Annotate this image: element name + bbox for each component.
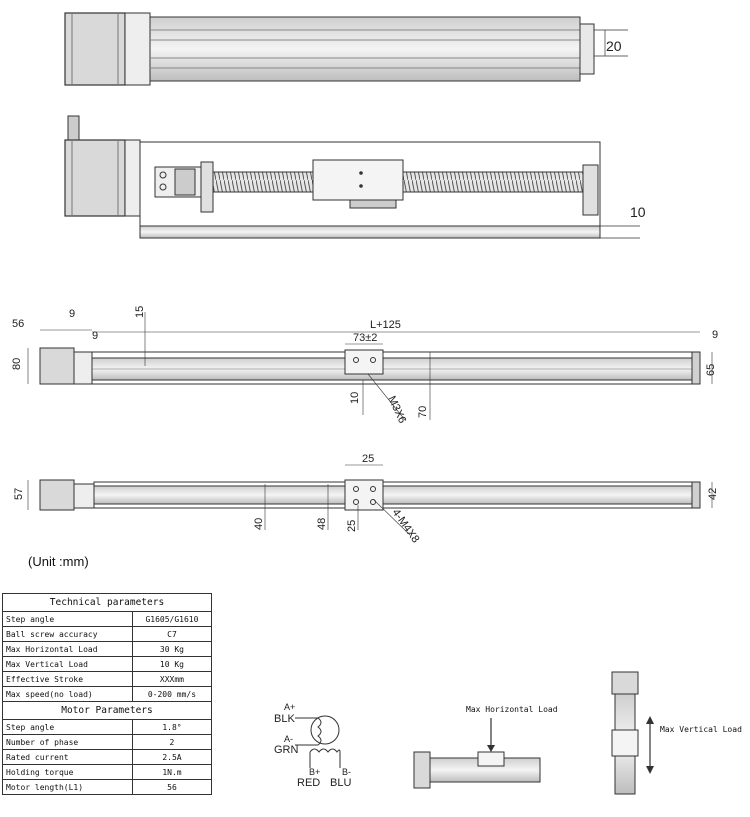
wire-a-plus: A+ — [284, 702, 295, 712]
row-label: Rated current — [2, 749, 133, 765]
row-value: C7 — [131, 626, 213, 642]
bottom-dim-25: 25 — [346, 520, 358, 532]
row-label: Max Horizontal Load — [2, 641, 133, 657]
front-dim-9b: 9 — [92, 330, 98, 342]
front-dim-m3: M3X6 — [385, 394, 408, 425]
row-value: 2.5A — [131, 749, 213, 765]
wire-blu: BLU — [330, 777, 351, 789]
wire-b-minus: B- — [342, 767, 351, 777]
front-view-module — [27, 312, 713, 421]
front-dim-65: 65 — [705, 364, 717, 376]
front-dim-slider: 73±2 — [353, 332, 377, 344]
table-row: Max Vertical Load 10 Kg — [2, 656, 213, 672]
row-value: 56 — [131, 779, 213, 795]
row-label: Step angle — [2, 719, 133, 735]
front-dim-56: 56 — [12, 318, 24, 330]
row-value: 30 Kg — [131, 641, 213, 657]
bottom-dim-m4: 4-M4X8 — [390, 507, 422, 545]
row-value: 2 — [131, 734, 213, 750]
vertical-load-label: Max Vertical Load — [660, 725, 742, 734]
wire-a-minus: A- — [284, 734, 293, 744]
horizontal-load-illustration — [413, 718, 541, 789]
motor-title: Motor Parameters — [2, 701, 212, 720]
parameters-table: Technical parameters Step angle G1605/G1… — [2, 593, 213, 795]
table-row: Step angle G1605/G1610 — [2, 611, 213, 627]
bottom-dim-48: 48 — [316, 518, 328, 530]
row-label: Max speed(no load) — [2, 686, 133, 702]
bottom-dim-42: 42 — [707, 488, 719, 500]
table-row: Max speed(no load) 0-200 mm/s — [2, 686, 213, 702]
wire-blk: BLK — [274, 713, 295, 725]
wire-grn: GRN — [274, 744, 299, 756]
bottom-view-module — [27, 464, 713, 536]
table-row: Number of phase 2 — [2, 734, 213, 750]
bottom-dim-40: 40 — [253, 518, 265, 530]
front-dim-right-9: 9 — [712, 329, 718, 341]
front-dim-70: 70 — [417, 406, 429, 418]
technical-title: Technical parameters — [2, 593, 212, 612]
row-label: Effective Stroke — [2, 671, 133, 687]
top-view-module — [64, 12, 628, 86]
row-value: 0-200 mm/s — [131, 686, 213, 702]
front-dim-10: 10 — [349, 392, 361, 404]
wire-red: RED — [297, 777, 320, 789]
bottom-dim-57: 57 — [13, 488, 25, 500]
wire-b-plus: B+ — [309, 767, 320, 777]
side-view-dim-10: 10 — [630, 204, 646, 220]
row-value: 1N.m — [131, 764, 213, 780]
row-label: Number of phase — [2, 734, 133, 750]
row-label: Ball screw accuracy — [2, 626, 133, 642]
top-view-dim-20: 20 — [606, 38, 622, 54]
table-row: Ball screw accuracy C7 — [2, 626, 213, 642]
table-row: Holding torque 1N.m — [2, 764, 213, 780]
row-value: 1.8° — [131, 719, 213, 735]
row-value: XXXmm — [131, 671, 213, 687]
row-label: Holding torque — [2, 764, 133, 780]
table-row: Step angle 1.8° — [2, 719, 213, 735]
table-row: Rated current 2.5A — [2, 749, 213, 765]
wiring-diagram — [295, 715, 341, 768]
table-row: Max Horizontal Load 30 Kg — [2, 641, 213, 657]
unit-label: (Unit :mm) — [28, 554, 89, 569]
front-dim-15: 15 — [134, 306, 146, 318]
horizontal-load-label: Max Horizontal Load — [466, 705, 558, 714]
front-dim-length: L+125 — [370, 319, 401, 331]
row-label: Motor length(L1) — [2, 779, 133, 795]
table-row: Effective Stroke XXXmm — [2, 671, 213, 687]
bottom-dim-25-top: 25 — [362, 453, 374, 465]
table-row: Motor length(L1) 56 — [2, 779, 213, 795]
vertical-load-illustration — [611, 671, 654, 795]
front-dim-80: 80 — [11, 358, 23, 370]
row-value: G1605/G1610 — [131, 611, 213, 627]
side-view-module — [64, 115, 640, 239]
row-label: Step angle — [2, 611, 133, 627]
front-dim-9a: 9 — [69, 308, 75, 320]
row-label: Max Vertical Load — [2, 656, 133, 672]
row-value: 10 Kg — [131, 656, 213, 672]
